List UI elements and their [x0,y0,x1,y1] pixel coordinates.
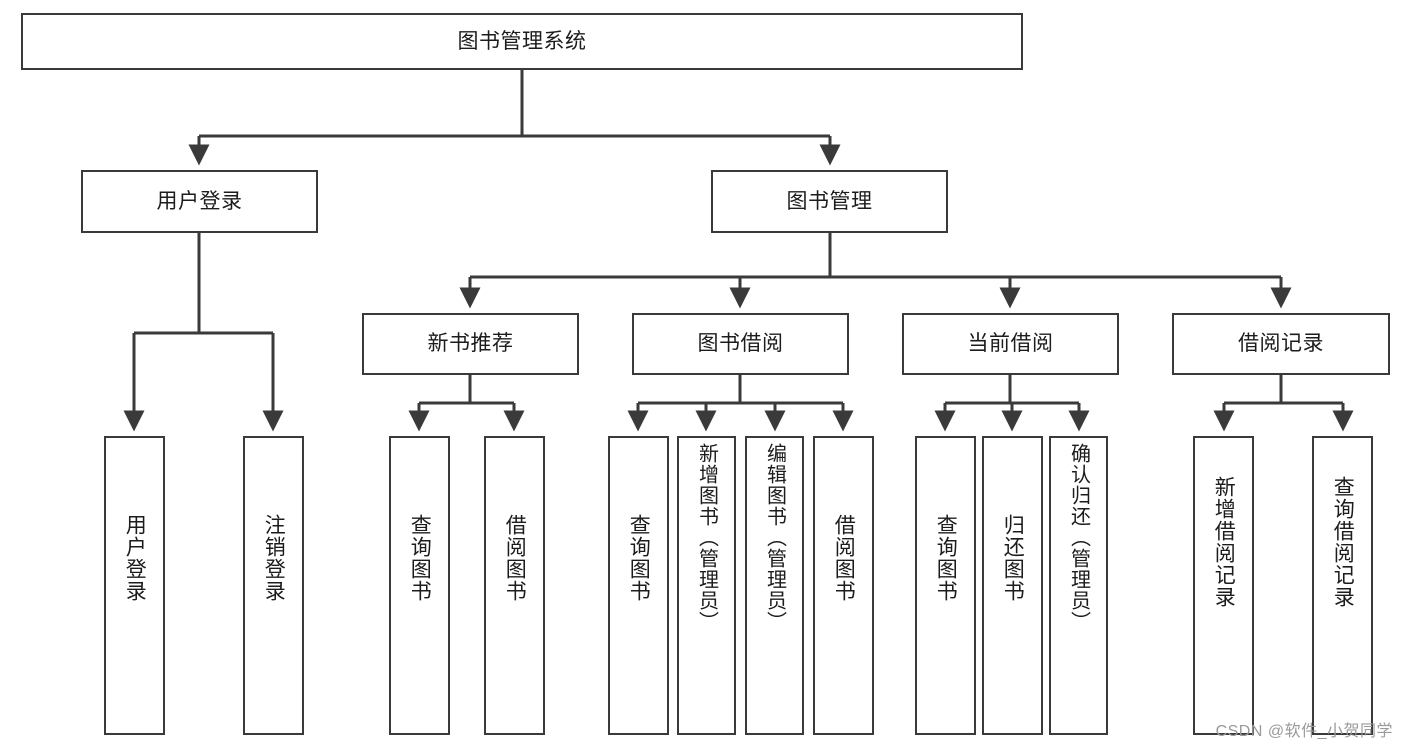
node-new-book-recommend-label: 新书推荐 [427,332,514,356]
leaf-edit-book-label: 编辑图书（管理员） [763,443,786,632]
leaf-user-logout-label: 注销登录 [262,514,286,602]
leaf-user-logout[interactable]: 注销登录 [243,436,304,735]
leaf-confirm-return[interactable]: 确认归还（管理员） [1049,436,1108,735]
leaf-return-book-label: 归还图书 [1001,514,1025,602]
node-current-borrow[interactable]: 当前借阅 [902,313,1119,375]
leaf-return-book[interactable]: 归还图书 [982,436,1043,735]
node-book-manage-label: 图书管理 [786,189,873,213]
node-borrow-record-label: 借阅记录 [1238,332,1324,356]
node-book-borrow-label: 图书借阅 [697,332,784,356]
node-user-login[interactable]: 用户登录 [81,170,318,233]
node-root[interactable]: 图书管理系统 [21,13,1023,70]
node-new-book-recommend[interactable]: 新书推荐 [362,313,579,375]
leaf-borrow-book-1[interactable]: 借阅图书 [484,436,545,735]
leaf-query-record[interactable]: 查询借阅记录 [1312,436,1373,735]
leaf-add-record[interactable]: 新增借阅记录 [1193,436,1254,735]
leaf-add-book[interactable]: 新增图书（管理员） [677,436,736,735]
leaf-borrow-book-2[interactable]: 借阅图书 [813,436,874,735]
leaf-query-record-label: 查询借阅记录 [1331,476,1355,608]
leaf-user-login[interactable]: 用户登录 [104,436,165,735]
leaf-query-book-1-label: 查询图书 [408,514,432,602]
leaf-edit-book[interactable]: 编辑图书（管理员） [745,436,804,735]
leaf-query-book-1[interactable]: 查询图书 [389,436,450,735]
watermark-text: CSDN @软件_小贺同学 [1215,723,1393,740]
leaf-borrow-book-1-label: 借阅图书 [503,514,527,602]
leaf-query-book-3-label: 查询图书 [934,514,958,602]
leaf-query-book-2-label: 查询图书 [627,514,651,602]
leaf-query-book-3[interactable]: 查询图书 [915,436,976,735]
node-book-manage[interactable]: 图书管理 [711,170,948,233]
node-current-borrow-label: 当前借阅 [967,332,1054,356]
leaf-add-book-label: 新增图书（管理员） [695,443,718,632]
node-borrow-record[interactable]: 借阅记录 [1172,313,1390,375]
node-book-borrow[interactable]: 图书借阅 [632,313,849,375]
node-user-login-label: 用户登录 [156,189,243,213]
leaf-confirm-return-label: 确认归还（管理员） [1067,443,1090,632]
node-root-label: 图书管理系统 [457,29,587,53]
leaf-user-login-label: 用户登录 [123,514,147,602]
leaf-add-record-label: 新增借阅记录 [1212,476,1236,608]
leaf-query-book-2[interactable]: 查询图书 [608,436,669,735]
leaf-borrow-book-2-label: 借阅图书 [832,514,856,602]
